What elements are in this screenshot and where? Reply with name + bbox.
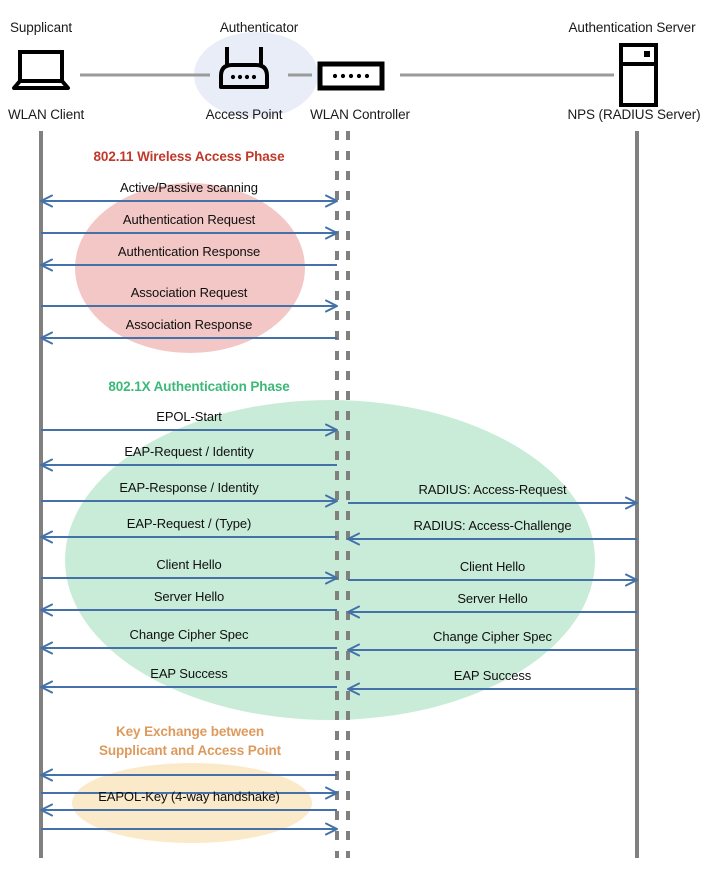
arrow-head <box>325 571 338 585</box>
message-label: Active/Passive scanning <box>120 180 258 195</box>
actor-role-authentication-server: Authentication Server <box>568 20 696 35</box>
arrow-head <box>325 423 338 437</box>
actor-role-authenticator: Authenticator <box>219 20 299 35</box>
phase-label-key-exchange-line2: Supplicant and Access Point <box>98 743 282 758</box>
wireless-router-icon <box>219 47 269 89</box>
phase-background-ellipses <box>65 183 595 843</box>
switch-port-dots <box>332 73 370 79</box>
phase-8021x-ellipse <box>65 400 595 720</box>
message-label: Change Cipher Spec <box>433 629 552 644</box>
actor-device-nps-radius-server: NPS (RADIUS Server) <box>567 107 701 122</box>
arrow-head <box>625 496 638 510</box>
phase-label-802-1x: 802.1X Authentication Phase <box>108 379 290 394</box>
actor-device-wlan-controller: WLAN Controller <box>310 107 410 122</box>
arrow-head <box>325 494 338 508</box>
message-label: Authentication Request <box>122 212 256 227</box>
arrow-head <box>325 786 338 800</box>
arrow-head <box>325 299 338 313</box>
arrow-head <box>40 458 53 472</box>
arrow-head <box>40 194 53 208</box>
arrow-head <box>625 573 638 587</box>
arrow-head <box>40 768 53 782</box>
actor-device-access-point: Access Point <box>205 107 283 122</box>
message-label: RADIUS: Access-Request <box>418 482 567 497</box>
message-label: Server Hello <box>153 589 225 604</box>
message-label: EAP Success <box>453 668 532 683</box>
arrow-head <box>347 605 360 619</box>
message-label: Server Hello <box>457 591 528 606</box>
arrow-head <box>325 226 338 240</box>
arrow-head <box>40 641 53 655</box>
laptop-icon <box>12 50 70 90</box>
arrow-head <box>347 682 360 696</box>
message-label: EAP-Response / Identity <box>119 480 259 495</box>
phase-label-key-exchange: Key Exchange between Supplicant and Acce… <box>99 722 281 760</box>
server-rack-icon <box>619 43 658 107</box>
message-label: Association Response <box>125 317 253 332</box>
arrow-head <box>325 194 338 208</box>
message-label: Association Request <box>130 285 248 300</box>
lifelines <box>39 131 639 858</box>
arrow-head <box>40 803 53 817</box>
message-label: Client Hello <box>156 557 222 572</box>
network-switch-icon <box>317 61 385 91</box>
arrow-head <box>347 532 360 546</box>
message-label: Authentication Response <box>117 244 261 259</box>
message-label: EPOL-Start <box>156 409 222 424</box>
message-label: RADIUS: Access-Challenge <box>413 518 572 533</box>
message-arrow-layer <box>40 194 638 836</box>
arrow-head <box>40 680 53 694</box>
message-label: Client Hello <box>459 559 526 574</box>
actor-device-wlan-client: WLAN Client <box>8 107 85 122</box>
phase-80211-ellipse <box>75 183 305 353</box>
message-label: EAP Success <box>150 666 228 681</box>
router-led-dots <box>230 74 257 80</box>
arrow-head <box>40 258 53 272</box>
message-label: EAP-Request / (Type) <box>126 516 252 531</box>
message-label: Change Cipher Spec <box>129 627 249 642</box>
arrow-head <box>40 331 53 345</box>
arrow-head <box>347 643 360 657</box>
actor-role-supplicant: Supplicant <box>10 20 73 35</box>
arrow-head <box>40 530 53 544</box>
phase-label-802-11: 802.11 Wireless Access Phase <box>93 149 285 164</box>
arrow-head <box>325 822 338 836</box>
message-label: EAPOL-Key (4-way handshake) <box>98 789 280 804</box>
message-label: EAP-Request / Identity <box>124 444 254 459</box>
phase-label-key-exchange-line1: Key Exchange between <box>115 724 265 739</box>
phase-keyexchange-ellipse <box>72 763 312 843</box>
arrow-head <box>40 603 53 617</box>
